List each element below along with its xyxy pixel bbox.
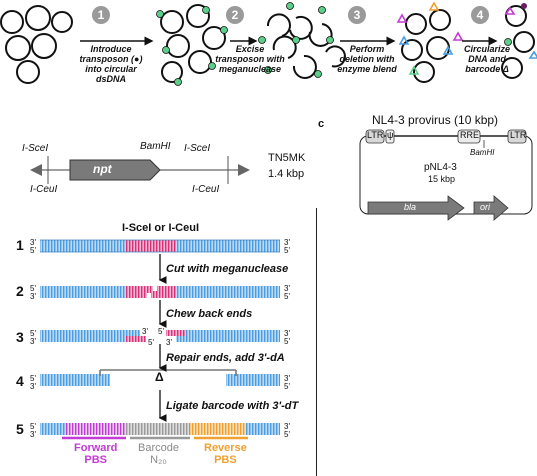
bla-label: bla (404, 202, 417, 212)
caption-line: DNA and (468, 54, 506, 64)
caption-line: enzyme blend (337, 64, 397, 74)
caption-line: dsDNA (95, 74, 126, 84)
action-repair: Repair ends, add 3'-dA (166, 352, 285, 364)
end-label: 3'5' (284, 238, 290, 255)
bamhi-label: BamHI (140, 141, 171, 152)
deletion-triangles (396, 1, 464, 75)
plasmid-group-2 (160, 4, 226, 83)
panel-divider (316, 208, 317, 476)
left-arrow-icon (30, 164, 42, 176)
step-caption-1: Introduce transposon (●) into circular d… (76, 44, 146, 84)
ori-element (473, 195, 509, 221)
plasmid-group-4 (401, 9, 451, 83)
ltr-left-box (365, 129, 385, 144)
caption-line: transposon with (215, 54, 285, 64)
action-ligate: Ligate barcode with 3'-dT (166, 400, 299, 412)
caption-line: barcode Δ (465, 64, 509, 74)
end-label: 3' (142, 327, 148, 336)
row-number-4: 4 (16, 373, 24, 389)
transposon-name: TN5MK (268, 152, 306, 164)
npt-gene (69, 159, 161, 181)
end-label: 5'3' (30, 284, 36, 301)
plasmid-name: pNL4-3 (424, 162, 457, 173)
rre-box (457, 129, 481, 144)
enzyme-title: I-SceI or I-CeuI (122, 222, 200, 234)
action-cut: Cut with meganuclease (166, 263, 289, 275)
plasmid-group-1 (0, 5, 73, 84)
end-label: 3' (166, 338, 172, 347)
dna-row-5 (40, 423, 280, 440)
right-arrow-icon (238, 164, 250, 176)
row-number-1: 1 (16, 237, 24, 253)
step-badge-1: 1 (92, 6, 110, 24)
plasmid-size: 15 kbp (428, 174, 456, 184)
caption-line: meganuclease (218, 64, 282, 74)
barcode-block (126, 423, 190, 435)
provirus-title: NL4-3 provirus (10 kbp) (372, 113, 499, 127)
caption-line: transposon (●) (79, 54, 143, 64)
dna-row-4 (40, 369, 280, 386)
step-caption-4: Circularize DNA and barcode Δ (458, 44, 516, 74)
right-scei-label: I-SceI (184, 143, 211, 154)
end-label: 5' (158, 327, 164, 336)
caption-line: Excise (235, 44, 265, 54)
caption-line: Circularize (463, 44, 511, 54)
end-label: 5'3' (30, 374, 36, 391)
step-caption-2: Excise transposon with meganuclease (212, 44, 288, 74)
step-badge-4: 4 (471, 6, 489, 24)
end-label: 3'5' (284, 374, 290, 391)
step-badge-3: 3 (348, 6, 366, 24)
dna-steps-diagram (40, 239, 280, 440)
transposon-map (30, 156, 250, 184)
bla-gene (367, 195, 465, 221)
forward-pbs-block (66, 423, 126, 435)
ltr-right-box (507, 129, 527, 144)
npt-label: npt (93, 162, 112, 176)
transposon-size: 1.4 kbp (268, 168, 305, 180)
dna-row-1 (40, 239, 280, 253)
left-scei-label: I-SceI (22, 143, 49, 154)
transposon-dots-3 (258, 2, 334, 78)
caption-line: into circular (85, 64, 137, 74)
step-badge-2: 2 (226, 6, 244, 24)
ltr-right-label: LTR (510, 130, 527, 140)
reverse-pbs-block (190, 423, 246, 435)
transposon-dots-2 (156, 6, 228, 86)
end-label: 3'5' (284, 422, 290, 439)
plasmid-group-3 (266, 13, 346, 79)
end-label: 5'3' (30, 422, 36, 439)
rre-label: RRE (460, 130, 480, 140)
psi-label: ψ (387, 130, 394, 140)
row-number-3: 3 (16, 329, 24, 345)
workflow-panel (0, 1, 537, 86)
end-label: 5' (148, 338, 154, 347)
row-number-5: 5 (16, 421, 24, 437)
end-label: 3'5' (30, 238, 36, 255)
action-chew: Chew back ends (166, 308, 253, 320)
caption-line: deletion with (339, 54, 395, 64)
panel-c-letter: c (318, 118, 325, 130)
caption-line: Introduce (90, 44, 132, 54)
end-label: 3'5' (284, 284, 290, 301)
step-caption-3: Perform deletion with enzyme blend (334, 44, 400, 74)
psi-box (385, 129, 395, 144)
dna-row-2 (40, 285, 280, 299)
dna-row-3 (40, 330, 280, 342)
right-ceui-label: I-CeuI (192, 184, 220, 195)
end-label: 3'5' (284, 329, 290, 346)
ltr-left-label: LTR (367, 130, 384, 140)
left-ceui-label: I-CeuI (30, 184, 58, 195)
ori-label: ori (480, 202, 491, 212)
row-number-2: 2 (16, 283, 24, 299)
plasmid-map (359, 129, 533, 221)
panel-c-bamhi-label: BamHI (470, 148, 495, 157)
deletion-delta: Δ (155, 370, 164, 384)
plasmid-group-5 (501, 5, 535, 79)
end-label: 5'3' (30, 329, 36, 346)
caption-line: Perform (349, 44, 385, 54)
